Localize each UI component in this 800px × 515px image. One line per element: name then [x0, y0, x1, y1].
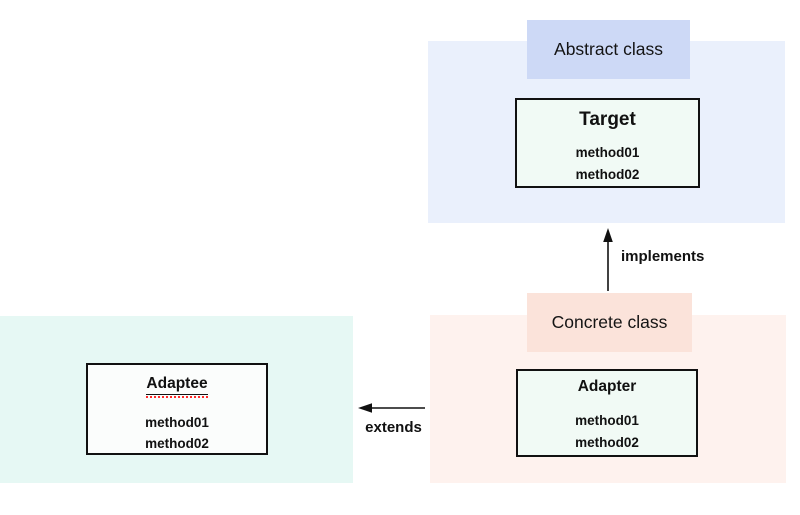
- adaptee-method-1: method01: [145, 415, 209, 430]
- implements-arrow-label: implements: [621, 248, 705, 265]
- adaptee-methods: method01 method02: [145, 412, 209, 454]
- implements-arrow: [603, 228, 613, 291]
- target-class-title: Target: [579, 109, 636, 130]
- adapter-methods: method01 method02: [575, 410, 639, 454]
- concrete-class-label-text: Concrete class: [551, 312, 668, 332]
- target-class-box: Target method01 method02: [515, 98, 700, 188]
- adaptee-class-title: Adaptee: [146, 374, 208, 398]
- extends-arrow: [358, 403, 425, 413]
- adaptee-spellcheck-underline: Adaptee: [146, 374, 208, 398]
- abstract-class-label-text: Abstract class: [554, 39, 663, 59]
- adapter-class-title: Adapter: [577, 378, 637, 395]
- adaptee-method-2: method02: [145, 436, 209, 451]
- target-method-1: method01: [575, 145, 640, 160]
- adapter-method-1: method01: [575, 413, 639, 428]
- adapter-method-2: method02: [575, 435, 639, 450]
- adaptee-class-box: Adaptee method01 method02: [86, 363, 268, 455]
- extends-arrow-label: extends: [365, 419, 422, 436]
- concrete-class-label: Concrete class: [527, 293, 692, 352]
- abstract-class-label: Abstract class: [527, 20, 690, 79]
- target-methods: method01 method02: [576, 142, 640, 186]
- adapter-class-box: Adapter method01 method02: [516, 369, 698, 457]
- target-method-2: method02: [575, 167, 640, 182]
- adaptee-class-title-text: Adaptee: [146, 374, 208, 395]
